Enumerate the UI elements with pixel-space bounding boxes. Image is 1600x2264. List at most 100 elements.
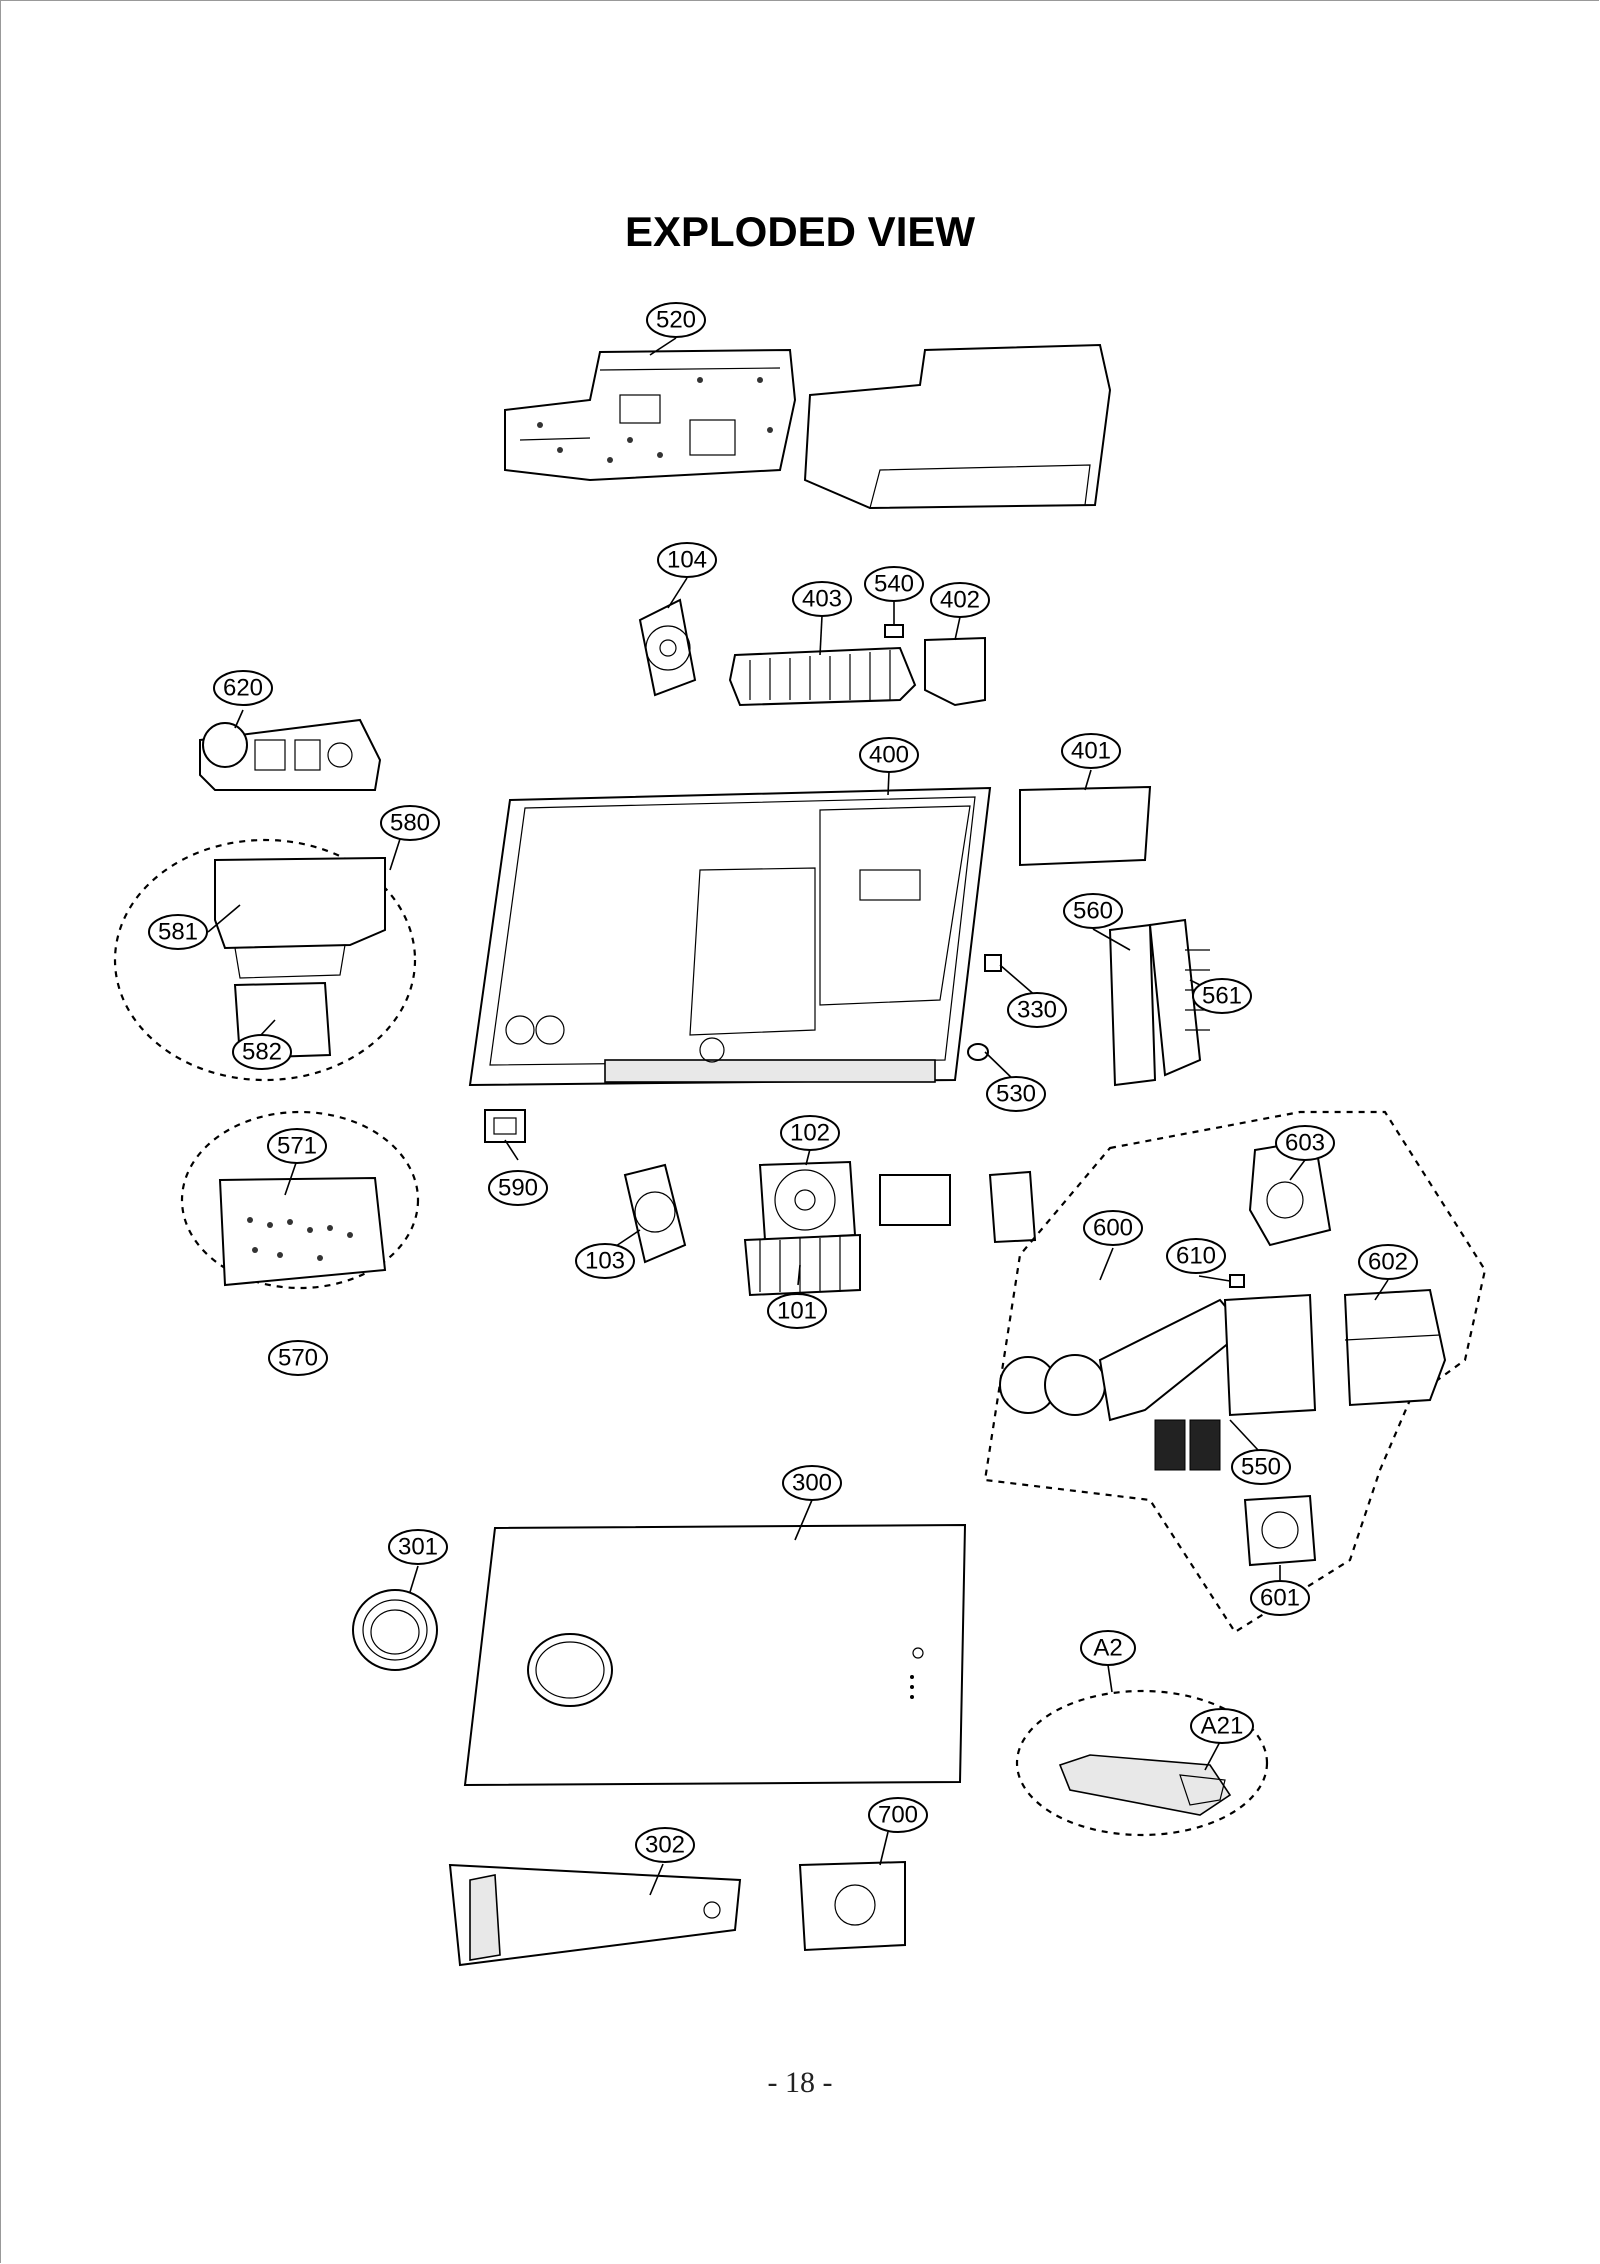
part-104-fan <box>638 598 697 697</box>
svg-text:530: 530 <box>996 1081 1036 1108</box>
callout-610: 610 <box>1166 1238 1226 1274</box>
part-560-side-board <box>1108 918 1210 1087</box>
callout-561: 561 <box>1192 978 1252 1014</box>
svg-text:400: 400 <box>869 742 909 769</box>
part-300-top-cover <box>463 1523 967 1787</box>
callout-103: 103 <box>575 1243 635 1279</box>
callout-401: 401 <box>1061 733 1121 769</box>
part-403-heatsink <box>728 646 917 707</box>
part-101-heatsink <box>743 1233 861 1297</box>
callout-571: 571 <box>267 1128 327 1164</box>
svg-text:520: 520 <box>656 307 696 334</box>
svg-text:A2: A2 <box>1093 1635 1122 1662</box>
part-103-fan <box>623 1163 687 1264</box>
page-title: EXPLODED VIEW <box>624 208 976 255</box>
svg-text:302: 302 <box>645 1832 685 1859</box>
group-570-outline <box>180 1110 420 1290</box>
callout-560: 560 <box>1063 893 1123 929</box>
callout-590: 590 <box>488 1170 548 1206</box>
part-ballast-box <box>879 1174 951 1226</box>
part-400-chassis <box>468 786 992 1087</box>
svg-text:402: 402 <box>940 587 980 614</box>
callout-582: 582 <box>232 1034 292 1070</box>
callout-602: 602 <box>1358 1244 1418 1280</box>
part-a21-remote <box>1058 1754 1232 1816</box>
svg-text:560: 560 <box>1073 898 1113 925</box>
part-530 <box>967 1043 989 1061</box>
callout-104: 104 <box>657 542 717 578</box>
svg-text:A21: A21 <box>1201 1713 1244 1740</box>
callout-600: 600 <box>1083 1210 1143 1246</box>
part-602-cover <box>1343 1288 1447 1407</box>
group-a2-outline <box>1015 1689 1269 1837</box>
callout-603: 603 <box>1275 1125 1335 1161</box>
callout-570: 570 <box>268 1340 328 1376</box>
svg-text:610: 610 <box>1176 1243 1216 1270</box>
svg-text:700: 700 <box>878 1802 918 1829</box>
callout-581: 581 <box>148 914 208 950</box>
svg-text:401: 401 <box>1071 738 1111 765</box>
part-550-optical-engine <box>999 1293 1317 1471</box>
part-610 <box>1229 1274 1245 1288</box>
part-401-board <box>1019 785 1152 867</box>
svg-text:101: 101 <box>777 1298 817 1325</box>
svg-text:601: 601 <box>1260 1585 1300 1612</box>
svg-text:104: 104 <box>667 547 707 574</box>
callout-101: 101 <box>767 1293 827 1329</box>
svg-text:590: 590 <box>498 1175 538 1202</box>
part-590-socket <box>484 1109 526 1143</box>
callout-400: 400 <box>859 737 919 773</box>
svg-text:403: 403 <box>802 586 842 613</box>
page-number: - 18 - <box>767 2066 833 2099</box>
svg-text:600: 600 <box>1093 1215 1133 1242</box>
callout-300: 300 <box>782 1465 842 1501</box>
svg-text:603: 603 <box>1285 1130 1325 1157</box>
part-700-bracket <box>798 1860 906 1952</box>
callout-402: 402 <box>930 582 990 618</box>
svg-text:581: 581 <box>158 919 198 946</box>
part-601-fan <box>1243 1494 1317 1567</box>
callout-540: 540 <box>864 566 924 602</box>
part-102-fan <box>758 1160 857 1242</box>
callout-700: 700 <box>868 1797 928 1833</box>
part-620-power-board <box>199 718 382 791</box>
callout-330: 330 <box>1007 992 1067 1028</box>
callout-530: 530 <box>986 1076 1046 1112</box>
svg-text:103: 103 <box>585 1248 625 1275</box>
svg-text:561: 561 <box>1202 983 1242 1010</box>
callout-a21: A21 <box>1190 1708 1254 1744</box>
svg-text:580: 580 <box>390 810 430 837</box>
group-580-outline <box>113 838 417 1082</box>
callout-302: 302 <box>635 1827 695 1863</box>
group-600-outline <box>983 1110 1487 1634</box>
part-581-shield <box>214 856 386 979</box>
svg-text:301: 301 <box>398 1534 438 1561</box>
svg-text:540: 540 <box>874 571 914 598</box>
callout-301: 301 <box>388 1529 448 1565</box>
svg-text:602: 602 <box>1368 1249 1408 1276</box>
svg-text:300: 300 <box>792 1470 832 1497</box>
callout-102: 102 <box>780 1115 840 1151</box>
svg-text:102: 102 <box>790 1120 830 1147</box>
callout-a2: A2 <box>1080 1630 1136 1666</box>
callout-620: 620 <box>213 670 273 706</box>
part-540-chip <box>884 624 904 638</box>
callout-580: 580 <box>380 805 440 841</box>
part-bracket <box>988 1170 1037 1244</box>
callout-403: 403 <box>792 581 852 617</box>
part-301-lens-ring <box>352 1589 438 1671</box>
part-302-bottom-cover <box>448 1863 742 1967</box>
part-330 <box>984 954 1002 972</box>
part-520-main-board <box>504 343 1112 510</box>
callout-601: 601 <box>1250 1580 1310 1616</box>
svg-text:550: 550 <box>1241 1454 1281 1481</box>
part-402-bracket <box>924 636 986 707</box>
svg-text:582: 582 <box>242 1039 282 1066</box>
svg-text:570: 570 <box>278 1345 318 1372</box>
svg-text:620: 620 <box>223 675 263 702</box>
callout-550: 550 <box>1231 1449 1291 1485</box>
svg-text:330: 330 <box>1017 997 1057 1024</box>
part-571-board <box>218 1176 387 1287</box>
